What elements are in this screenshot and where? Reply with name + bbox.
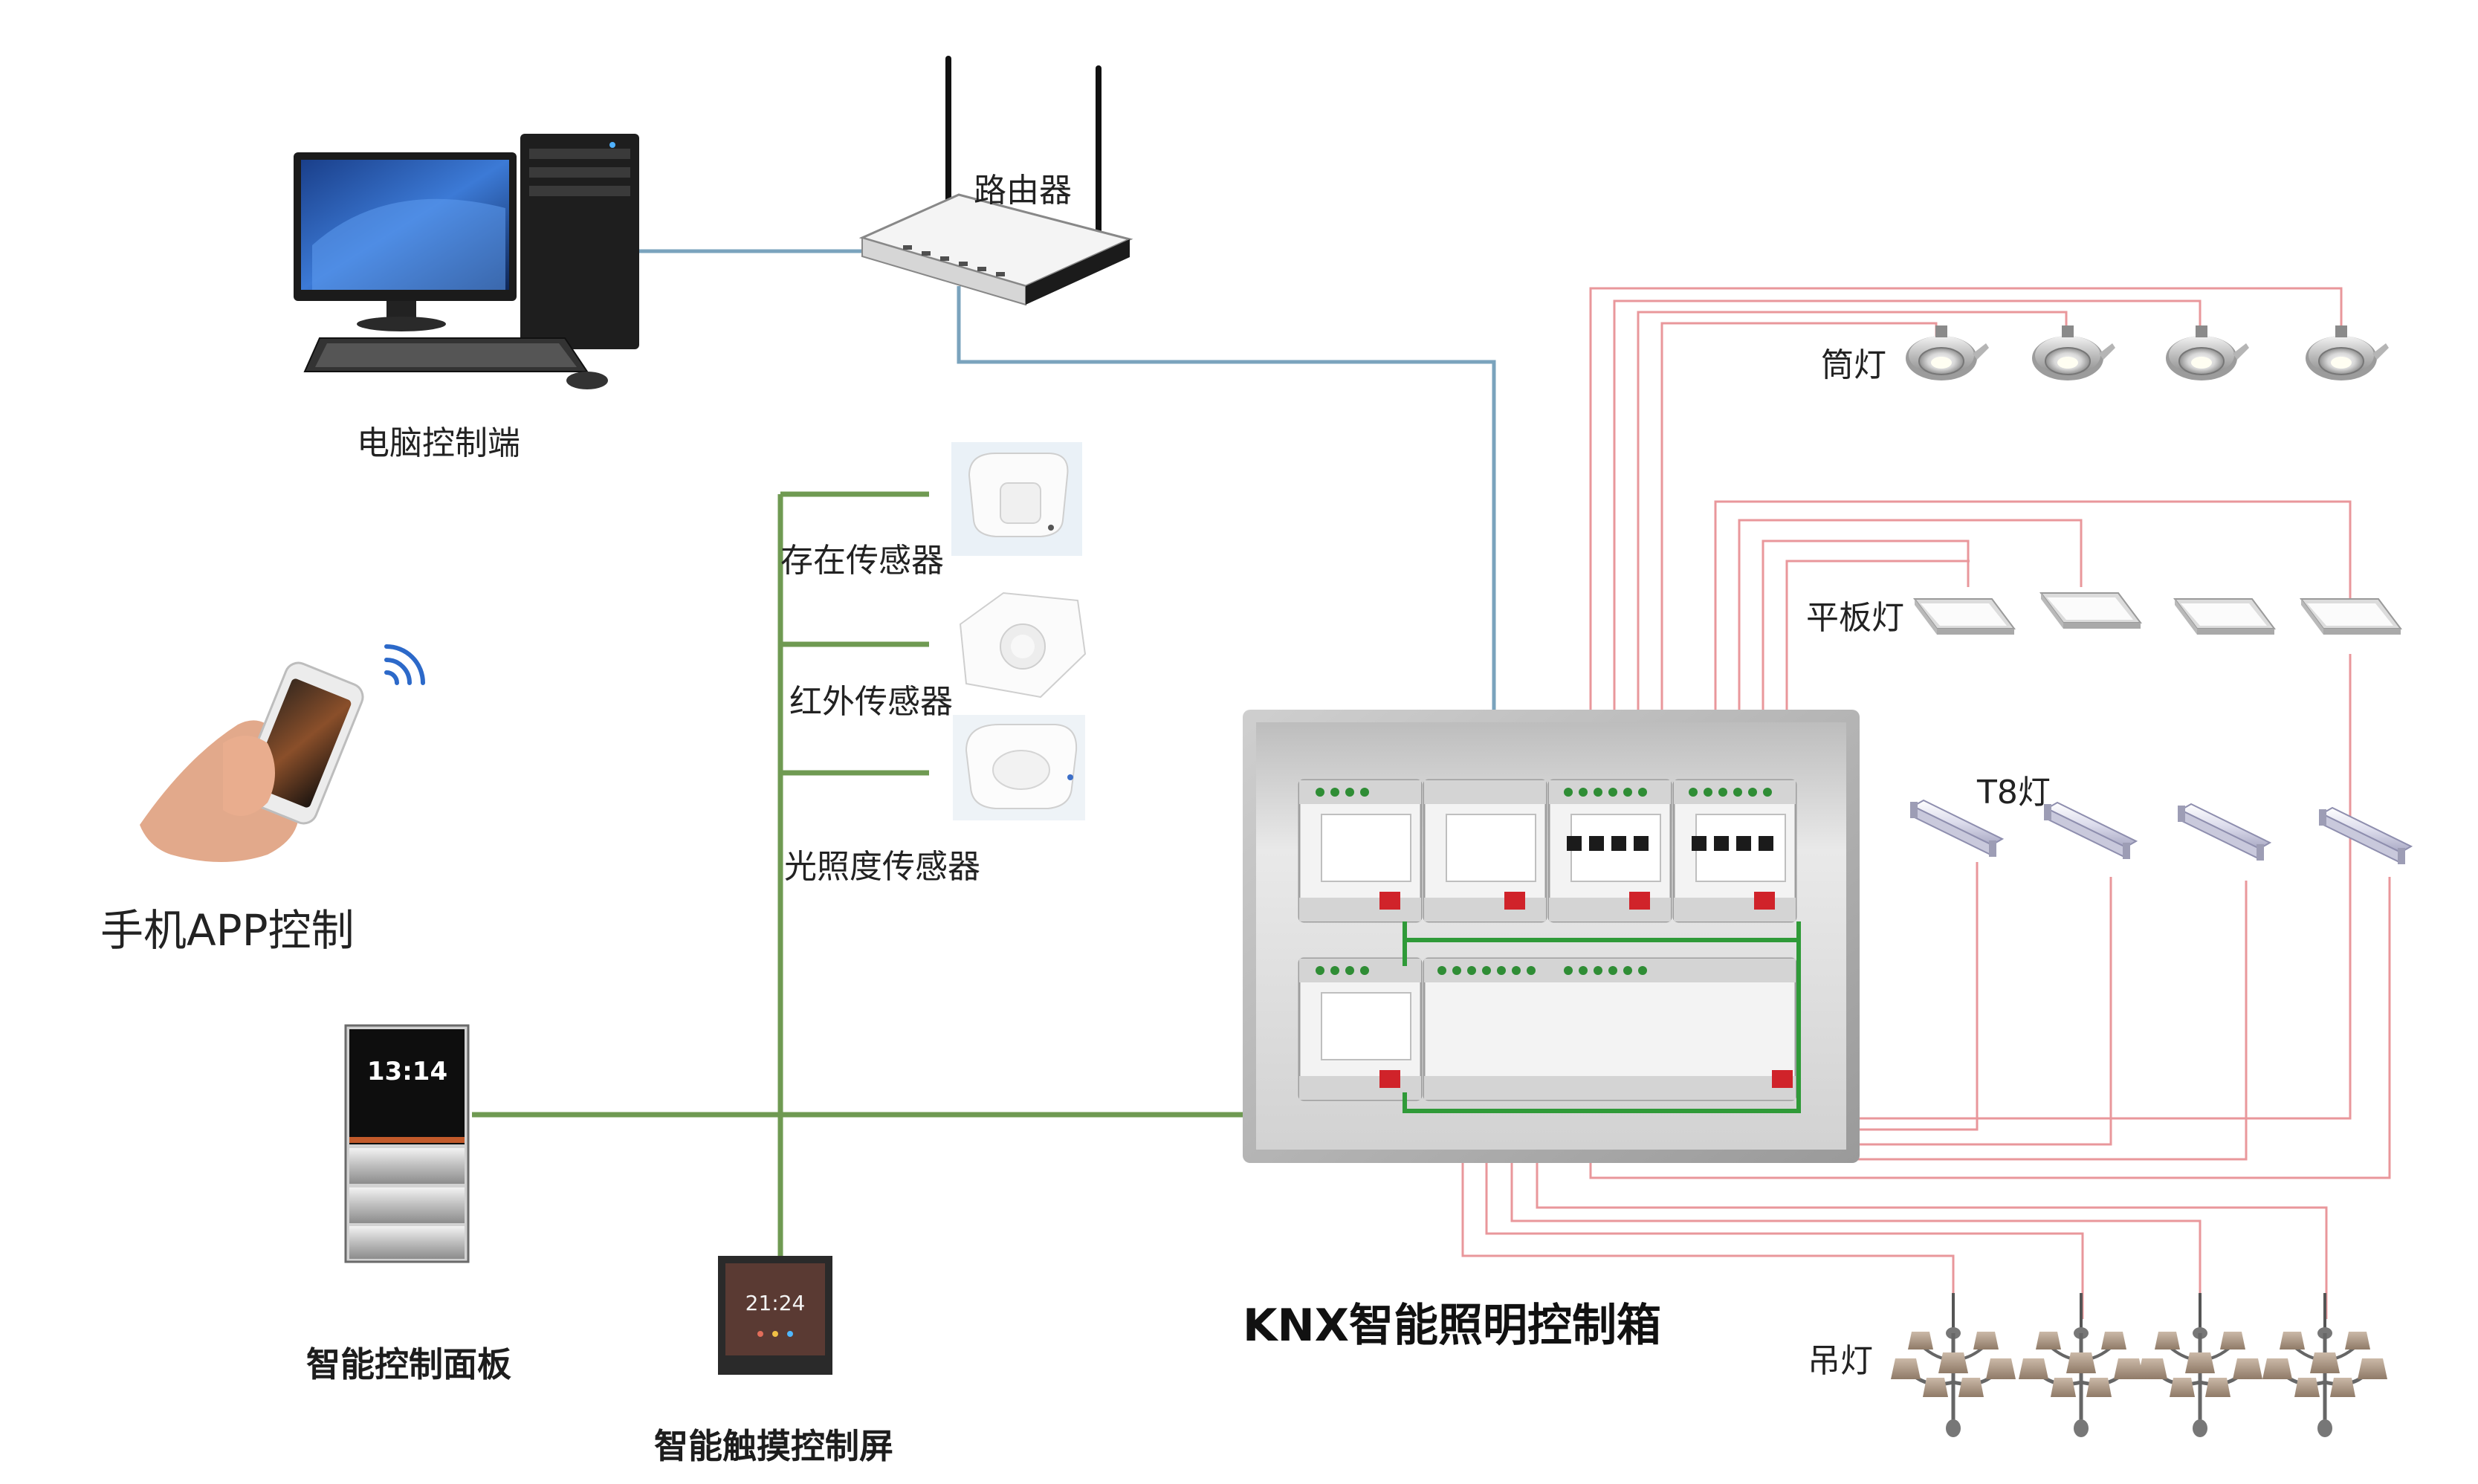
touch-screen-device: 21:24: [718, 1256, 832, 1375]
t8-light-label: T8灯: [1977, 774, 2051, 811]
smartphone-hand-icon: [140, 661, 364, 862]
chandelier-icon-2: [2019, 1293, 2144, 1437]
wifi-signal-icon: [384, 644, 425, 685]
phone-app-label: 手机APP控制: [100, 905, 355, 956]
panel-light-icon-2: [2040, 592, 2141, 629]
infrared-sensor-icon: [959, 592, 1087, 699]
screen-clock-text: 21:24: [745, 1291, 806, 1315]
panel-light-label: 平板灯: [1806, 599, 1904, 637]
panel-clock-text: 13:14: [367, 1057, 447, 1086]
load-wires: [1461, 287, 2391, 1319]
infrared-sensor-label: 红外传感器: [789, 683, 953, 721]
control-box-title: KNX智能照明控制箱: [1243, 1300, 1661, 1352]
downlight-icon-1: [1905, 325, 1990, 381]
downlight-label: 筒灯: [1821, 346, 1886, 384]
t8-light-icon-4: [2318, 807, 2412, 865]
presence-sensor-icon: [951, 442, 1082, 556]
presence-sensor-label: 存在传感器: [780, 542, 944, 580]
panel-light-icon-1: [1914, 598, 2015, 635]
router-label: 路由器: [974, 172, 1072, 210]
network-wires: [635, 249, 1496, 739]
smart-control-panel-device: 13:14: [344, 1024, 470, 1263]
light-sensor-icon: [953, 715, 1085, 820]
downlight-icon-4: [2305, 325, 2390, 381]
knx-control-box: [1243, 710, 1860, 1163]
downlight-icon-2: [2031, 325, 2116, 381]
wide-actuator-module: [1423, 957, 1797, 1101]
panel-label: 智能控制面板: [306, 1344, 511, 1384]
panel-light-icon-4: [2300, 598, 2401, 635]
chandelier-icon-4: [2262, 1293, 2387, 1437]
chandelier-icon-1: [1891, 1293, 2016, 1437]
t8-light-icon-2: [2043, 802, 2137, 860]
touch-screen-label: 智能触摸控制屏: [654, 1426, 893, 1466]
chandelier-icon-3: [2138, 1293, 2262, 1437]
desktop-computer-icon: [294, 134, 639, 389]
chandelier-label: 吊灯: [1808, 1342, 1873, 1380]
panel-light-icon-3: [2174, 598, 2275, 635]
downlight-icon-3: [2165, 325, 2250, 381]
wifi-router-icon: [858, 56, 1133, 306]
t8-light-icon-3: [2177, 803, 2271, 861]
pc-label: 电脑控制端: [357, 424, 520, 462]
light-sensor-label: 光照度传感器: [784, 848, 980, 886]
